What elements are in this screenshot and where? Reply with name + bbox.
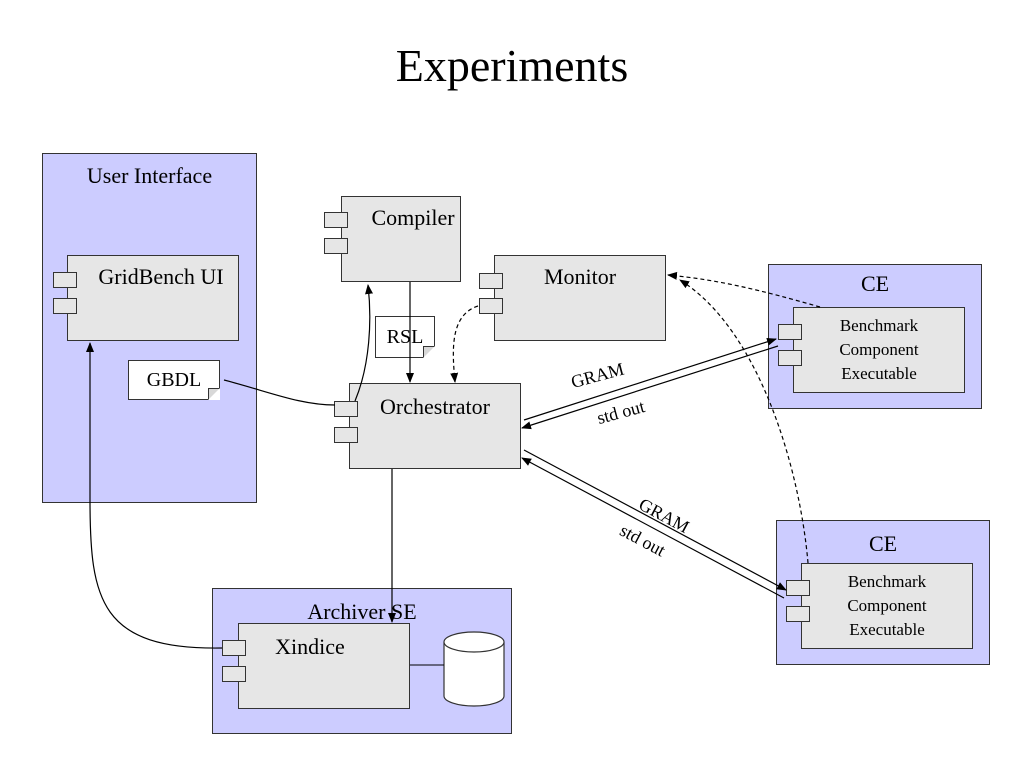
xindice-port-icon	[222, 640, 246, 656]
benchmark-top-line1: Benchmark	[839, 316, 919, 335]
stdout-top-line	[521, 345, 779, 430]
benchmark-top-component[interactable]: Benchmark Component Executable	[793, 307, 965, 393]
compiler-component[interactable]: Compiler	[341, 196, 461, 282]
compiler-label: Compiler	[371, 205, 455, 230]
orchestrator-port-icon	[334, 427, 358, 443]
gbdl-label: GBDL	[146, 369, 202, 391]
gridbench-ui-component[interactable]: GridBench UI	[67, 255, 239, 341]
benchmark-bottom-port-icon	[786, 580, 810, 596]
monitor-label: Monitor	[543, 264, 617, 289]
monitor-port-icon	[479, 298, 503, 314]
xindice-port-icon	[222, 666, 246, 682]
stdout-bottom-line	[521, 457, 785, 599]
xindice-label: Xindice	[275, 634, 345, 659]
benchmark-bottom-line1: Benchmark	[847, 572, 927, 591]
benchmark-bottom-component[interactable]: Benchmark Component Executable	[801, 563, 973, 649]
compiler-port-icon	[324, 238, 348, 254]
monitor-orchestrator-line	[450, 305, 479, 383]
gridbench-ui-port-icon	[53, 298, 77, 314]
compiler-port-icon	[324, 212, 348, 228]
gridbench-ui-port-icon	[53, 272, 77, 288]
benchmark-top-line3: Executable	[841, 364, 917, 383]
rsl-document[interactable]: RSL	[375, 316, 435, 358]
ce-bottom-label: CE	[868, 531, 898, 556]
benchmark-top-port-icon	[778, 324, 802, 340]
orchestrator-component[interactable]: Orchestrator	[349, 383, 521, 469]
monitor-port-icon	[479, 273, 503, 289]
benchmark-bottom-line2: Component	[847, 596, 927, 615]
gram-top-line	[523, 337, 777, 421]
benchmark-top-port-icon	[778, 350, 802, 366]
benchmark-top-line2: Component	[839, 340, 919, 359]
gram-top-label: GRAM	[568, 358, 627, 392]
benchmark-bottom-line3: Executable	[849, 620, 925, 639]
stdout-bottom-label: std out	[616, 520, 669, 561]
stdout-top-label: std out	[594, 396, 647, 428]
page-title: Experiments	[395, 40, 629, 91]
ce-top-label: CE	[860, 271, 890, 296]
orchestrator-port-icon	[334, 401, 358, 417]
gridbench-ui-label: GridBench UI	[98, 264, 224, 289]
archiver-se-label: Archiver SE	[307, 599, 417, 624]
orchestrator-label: Orchestrator	[380, 394, 490, 419]
benchmark-bottom-port-icon	[786, 606, 810, 622]
monitor-component[interactable]: Monitor	[494, 255, 666, 341]
gbdl-document[interactable]: GBDL	[128, 360, 220, 400]
xindice-component[interactable]: Xindice	[238, 623, 410, 709]
rsl-label: RSL	[386, 326, 424, 348]
user-interface-label: User Interface	[86, 163, 213, 188]
